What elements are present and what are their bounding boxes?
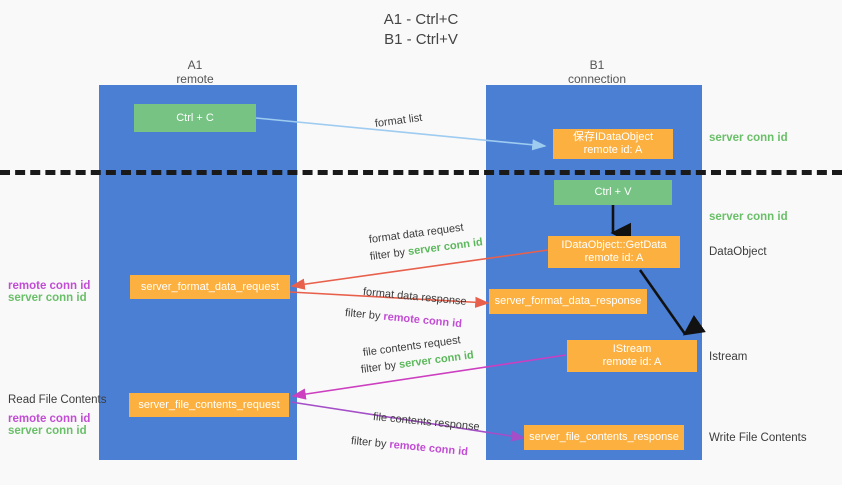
box-save-idataobject-line2: remote id: A (583, 144, 643, 156)
box-save-idataobject[interactable]: 保存IDataObject remote id: A (553, 129, 673, 159)
label-server-conn-id-2: server conn id (8, 425, 87, 437)
box-ctrl-c[interactable]: Ctrl + C (134, 104, 256, 132)
edge-label-file-contents-response: file contents response (372, 411, 481, 434)
column-b1-name: B1 (589, 58, 605, 72)
box-server-format-data-response-label: server_format_data_response (494, 295, 642, 307)
column-header-a1: A1 remote (95, 58, 295, 86)
column-a1-role: remote (176, 72, 214, 86)
edge-label-format-data-response: format data response (362, 286, 468, 308)
box-server-format-data-request-label: server_format_data_request (140, 280, 280, 293)
label-remote-conn-id-1: remote conn id (8, 280, 91, 292)
column-header-b1: B1 connection (497, 58, 697, 86)
label-istream: Istream (709, 351, 748, 363)
box-getdata[interactable]: IDataObject::GetData remote id: A (548, 236, 680, 268)
filter-prefix-2: filter by (344, 307, 384, 323)
label-server-conn-id-mid: server conn id (709, 211, 788, 223)
filter-prefix-3: filter by (360, 359, 400, 376)
box-server-format-data-request[interactable]: server_format_data_request (130, 275, 290, 299)
title-line-2: B1 - Ctrl+V (384, 31, 458, 48)
box-save-idataobject-line1: 保存IDataObject (572, 131, 654, 143)
title-line-1: A1 - Ctrl+C (383, 11, 459, 28)
box-istream-line1: IStream (612, 343, 652, 355)
label-read-file-contents: Read File Contents (8, 394, 107, 406)
edge-label-format-data-response-filter: filter by remote conn id (344, 307, 462, 331)
box-server-file-contents-request[interactable]: server_file_contents_request (129, 393, 289, 417)
box-server-format-data-response[interactable]: server_format_data_response (489, 289, 647, 314)
box-getdata-line1: IDataObject::GetData (561, 239, 667, 251)
box-istream[interactable]: IStream remote id: A (567, 340, 697, 372)
phase-divider (0, 170, 842, 175)
box-server-file-contents-response-label: server_file_contents_response (529, 431, 679, 443)
filter-value-remote-conn-id-2: remote conn id (388, 438, 469, 459)
edge-label-file-contents-response-filter: filter by remote conn id (350, 435, 468, 459)
box-ctrl-v[interactable]: Ctrl + V (554, 180, 672, 205)
column-b1-role: connection (567, 72, 627, 86)
page-title: A1 - Ctrl+C B1 - Ctrl+V (0, 10, 842, 50)
label-server-conn-id-1: server conn id (8, 292, 87, 304)
filter-prefix-1: filter by (369, 246, 409, 263)
box-istream-line2: remote id: A (602, 356, 662, 368)
column-a1-name: A1 (187, 58, 203, 72)
filter-value-remote-conn-id-1: remote conn id (382, 310, 463, 331)
box-server-file-contents-request-label: server_file_contents_request (138, 398, 280, 411)
label-write-file-contents: Write File Contents (709, 432, 807, 444)
box-ctrl-v-label: Ctrl + V (594, 186, 632, 198)
filter-prefix-4: filter by (350, 435, 390, 451)
label-remote-conn-id-2: remote conn id (8, 413, 91, 425)
box-server-file-contents-response[interactable]: server_file_contents_response (524, 425, 684, 450)
edge-label-format-list: format list (374, 111, 423, 130)
label-server-conn-id-top: server conn id (709, 132, 788, 144)
box-ctrl-c-label: Ctrl + C (176, 111, 214, 124)
box-getdata-line2: remote id: A (584, 252, 644, 264)
label-dataobject: DataObject (709, 246, 767, 258)
